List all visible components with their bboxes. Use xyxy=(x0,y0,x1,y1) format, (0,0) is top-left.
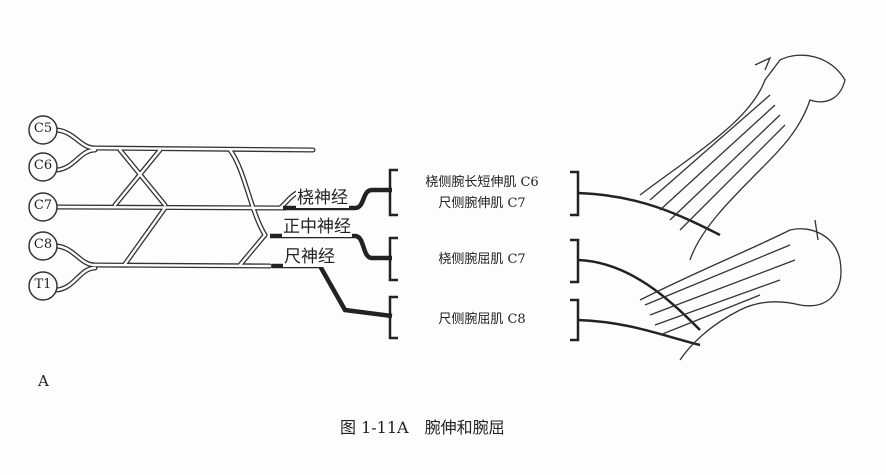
muscle-group-extensors: 桡侧腕长短伸肌 C6 尺侧腕伸肌 C7 xyxy=(402,172,562,214)
arm-illustrations xyxy=(639,54,846,361)
muscle-label: 尺侧腕屈肌 C8 xyxy=(438,312,526,327)
circle-roots xyxy=(28,115,58,301)
radial-nerve-label: 桡神经 xyxy=(296,183,349,208)
root-c8: C8 xyxy=(33,237,53,252)
root-c7: C7 xyxy=(33,198,53,213)
root-c5: C5 xyxy=(33,121,53,136)
median-nerve-path xyxy=(270,233,392,261)
brackets xyxy=(388,168,721,347)
muscle-label: 尺侧腕伸肌 C7 xyxy=(438,196,526,211)
root-c6: C6 xyxy=(33,158,53,173)
median-nerve-label: 正中神经 xyxy=(282,212,352,237)
panel-label: A xyxy=(38,372,49,390)
muscle-label: 桡侧腕长短伸肌 C6 xyxy=(425,175,539,190)
figure-caption: 图 1-11A 腕伸和腕屈 xyxy=(340,418,505,437)
root-t1: T1 xyxy=(34,277,52,292)
ulnar-nerve-label: 尺神经 xyxy=(283,242,336,267)
ulnar-nerve-path xyxy=(272,263,393,319)
muscle-label: 桡侧腕屈肌 C7 xyxy=(438,252,526,267)
radial-nerve-path xyxy=(283,187,392,211)
